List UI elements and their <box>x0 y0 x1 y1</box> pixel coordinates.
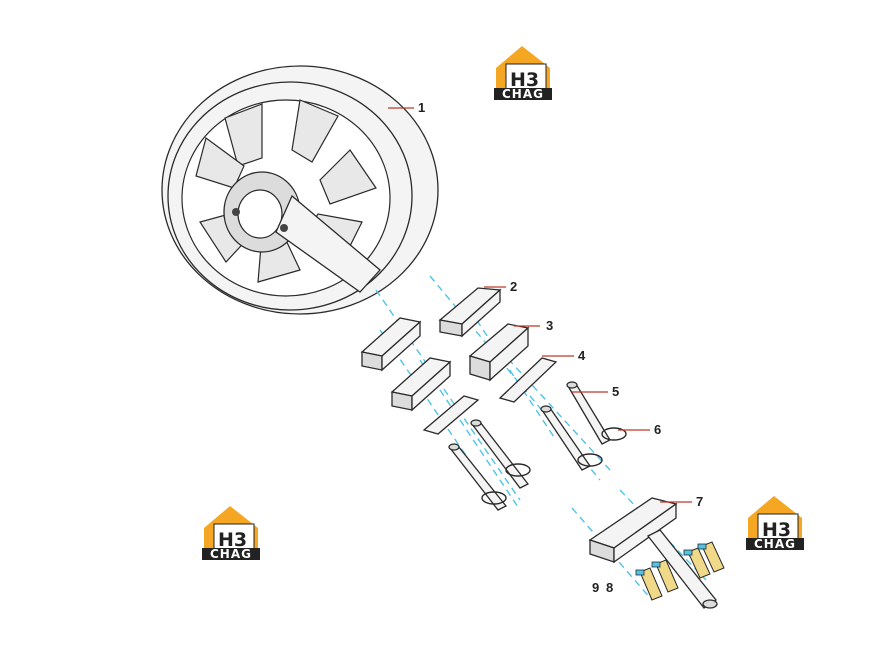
callout-3: 3 <box>546 318 553 333</box>
pin-left-upper <box>470 419 529 489</box>
logo-initials: H3 <box>510 69 539 91</box>
logo-brand: CHAG <box>210 547 252 561</box>
logo-brand: CHAG <box>754 537 796 551</box>
clamp-block-left <box>390 357 452 412</box>
idler-wheel <box>161 65 439 315</box>
callout-6: 6 <box>654 422 661 437</box>
pin-middle <box>540 405 591 471</box>
brand-logo-top: H3 CHAG <box>494 46 552 101</box>
callout-7: 7 <box>696 494 703 509</box>
callout-labels: 1 2 3 4 5 6 7 9 8 <box>418 100 703 595</box>
logo-initials: H3 <box>218 529 247 551</box>
callout-4: 4 <box>578 348 586 363</box>
brand-logo-left: H3 CHAG <box>202 506 260 561</box>
bolts <box>635 541 725 601</box>
brand-logo-right: H3 CHAG <box>746 496 804 551</box>
logo-initials: H3 <box>762 519 791 541</box>
retaining-rings <box>481 427 627 505</box>
callout-9: 9 <box>592 580 599 595</box>
assembly-axis-lines <box>375 275 707 601</box>
plate-right <box>498 357 558 403</box>
callout-5: 5 <box>612 384 619 399</box>
callout-1: 1 <box>418 100 425 115</box>
pin-right <box>566 381 611 445</box>
pin-left-lower <box>448 443 508 511</box>
callout-8: 8 <box>606 580 613 595</box>
callout-2: 2 <box>510 279 517 294</box>
leader-lines <box>388 107 692 503</box>
clamp-block-right <box>468 323 530 382</box>
bracket-block-upper <box>438 287 502 338</box>
logo-brand: CHAG <box>502 87 544 101</box>
mounting-bracket <box>588 497 718 609</box>
plate-left <box>422 395 480 435</box>
bracket-block-left <box>360 317 422 372</box>
